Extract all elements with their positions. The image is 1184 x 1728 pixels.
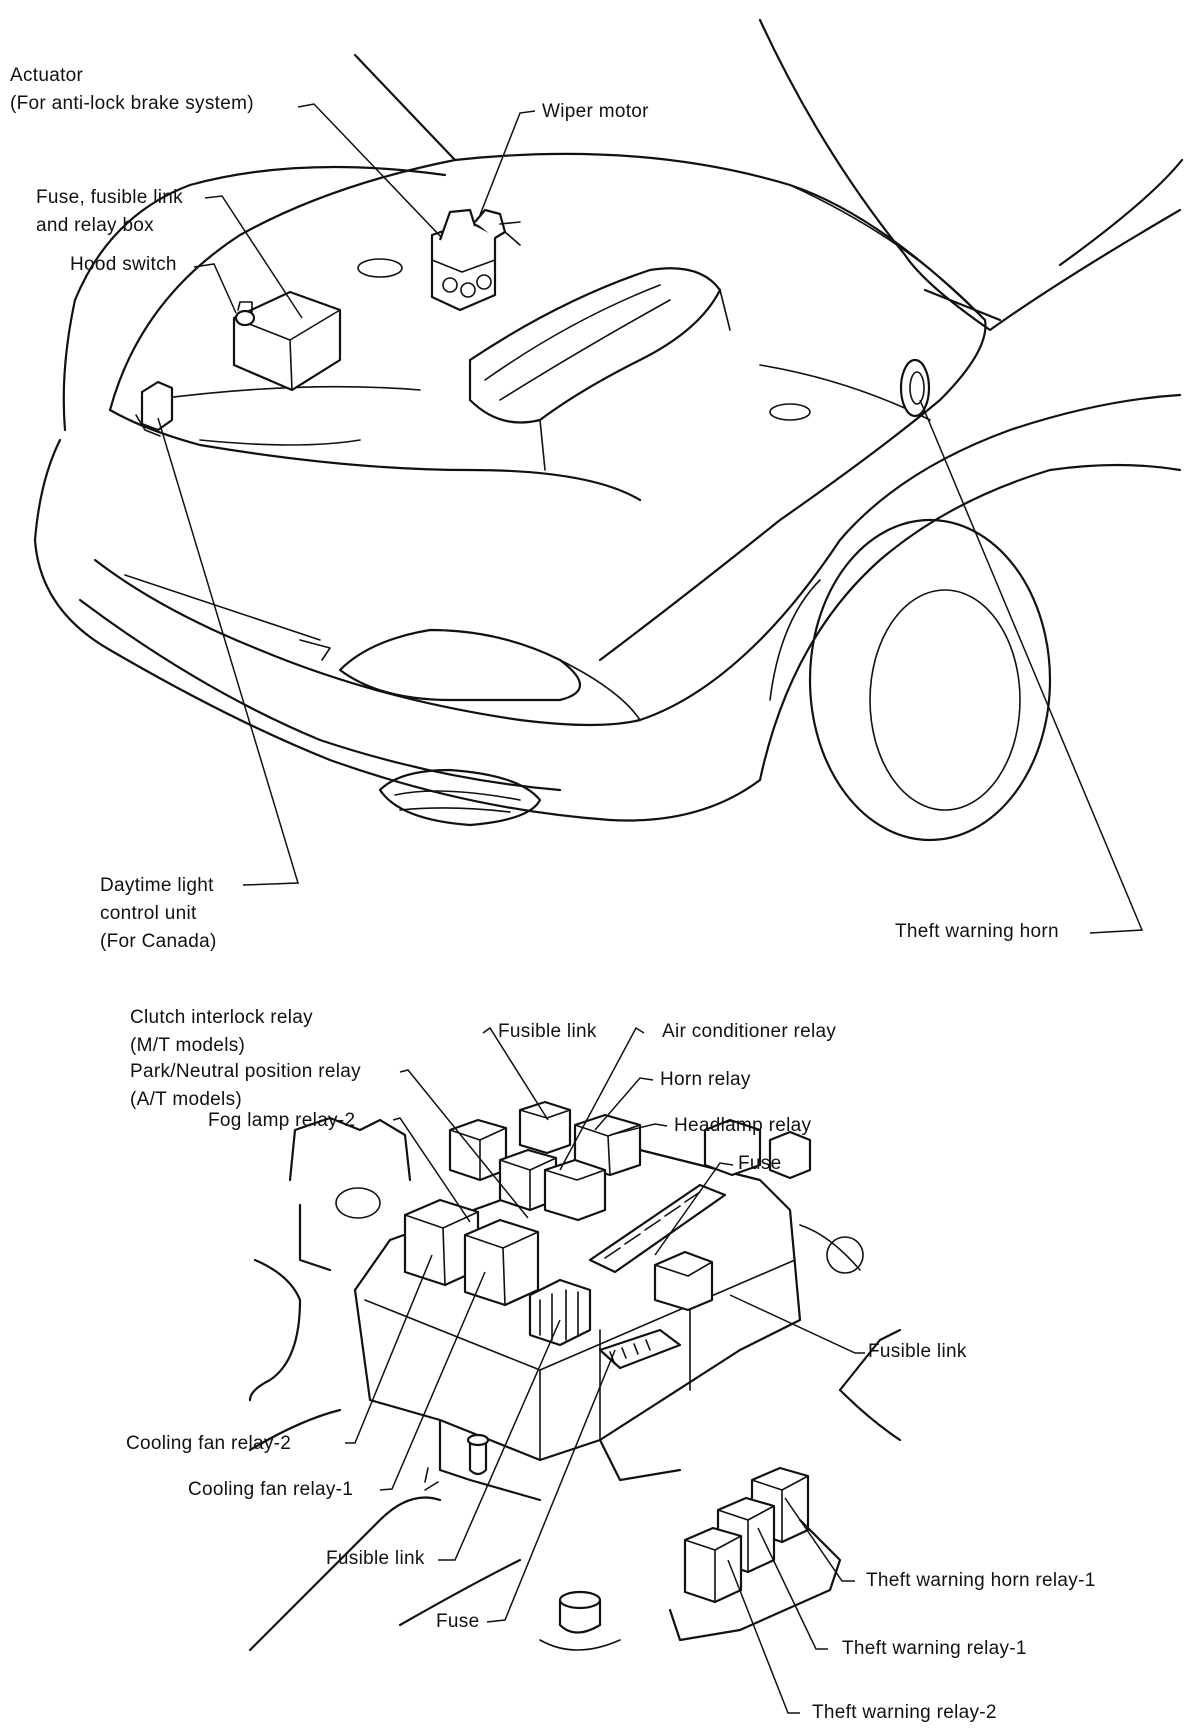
- relay-cube: [653, 1250, 714, 1312]
- relay-cube: [543, 1158, 607, 1222]
- label-cooling-fan-1: Cooling fan relay-1: [188, 1479, 354, 1500]
- label-wiper-motor: Wiper motor: [542, 101, 649, 122]
- relay-cube: [518, 1100, 572, 1155]
- relay-box-drawing: [248, 1100, 902, 1652]
- label-fusible-link-bottom: Fusible link: [326, 1548, 425, 1569]
- label-horn-relay: Horn relay: [660, 1069, 751, 1090]
- label-theft-relay-1: Theft warning relay-1: [842, 1638, 1027, 1659]
- label-fog-relay-2: Fog lamp relay-2: [208, 1110, 356, 1131]
- actuator-drawing: [430, 208, 521, 312]
- label-hood-switch: Hood switch: [70, 254, 177, 275]
- daytime-unit-drawing: [135, 380, 174, 437]
- label-fusible-link-top: Fusible link: [498, 1021, 597, 1042]
- label-park-relay: Park/Neutral position relay(A/T models): [130, 1061, 361, 1110]
- label-clutch-relay: Clutch interlock relay(M/T models): [130, 1007, 313, 1056]
- label-headlamp-relay: Headlamp relay: [674, 1115, 812, 1136]
- label-cooling-fan-2: Cooling fan relay-2: [126, 1433, 292, 1454]
- label-fuse-top: Fuse: [738, 1153, 782, 1174]
- relay-cube: [448, 1118, 508, 1182]
- label-theft-relay-2: Theft warning relay-2: [812, 1702, 997, 1723]
- horn-drawing: [899, 358, 931, 418]
- label-theft-horn-relay-1: Theft warning horn relay-1: [866, 1570, 1096, 1591]
- relay-cube: [498, 1148, 558, 1212]
- fuse-strip: [588, 1183, 727, 1370]
- label-fuse-bottom: Fuse: [436, 1611, 480, 1632]
- label-fusible-link-right: Fusible link: [868, 1341, 967, 1362]
- label-actuator: Actuator(For anti-lock brake system): [10, 65, 254, 114]
- relay-cube: [683, 1526, 743, 1604]
- fusible-link-block: [528, 1278, 592, 1347]
- fuse-box-drawing: [232, 290, 342, 392]
- label-theft-warning-horn: Theft warning horn: [895, 921, 1059, 942]
- car-body: [33, 18, 1184, 842]
- leader-lines: [157, 103, 1144, 1714]
- label-ac-relay: Air conditioner relay: [662, 1021, 837, 1042]
